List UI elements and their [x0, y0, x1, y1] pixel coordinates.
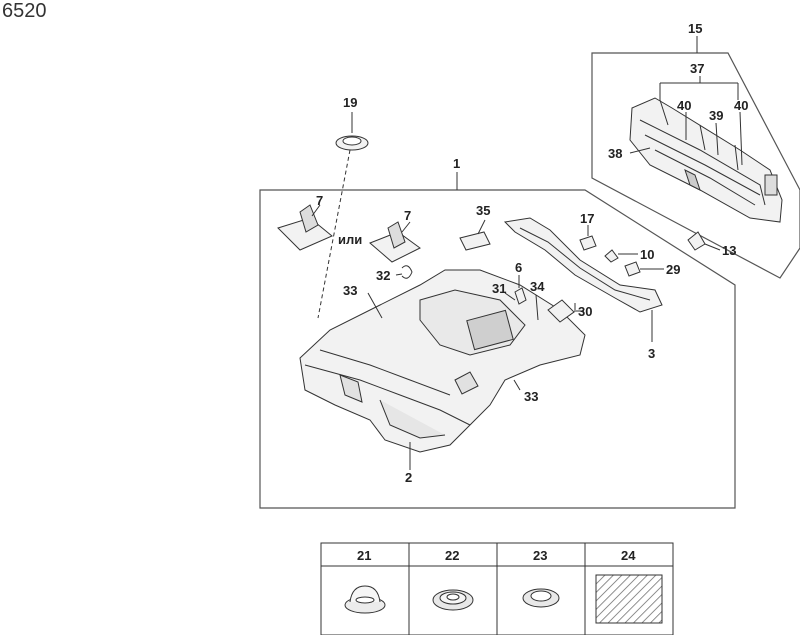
callout-39: 39	[709, 108, 723, 123]
callout-10: 10	[640, 247, 654, 262]
bracket-13	[687, 231, 721, 251]
callout-33-bottom: 33	[524, 389, 538, 404]
grommet-19	[335, 112, 369, 151]
callout-34: 34	[530, 279, 545, 294]
callout-15: 15	[688, 21, 702, 36]
page-code: 6520	[2, 0, 47, 22]
callout-31: 31	[492, 281, 506, 296]
rear-panel-part	[629, 97, 783, 223]
patch-35	[459, 219, 491, 251]
leader-19	[317, 149, 351, 319]
grommet-22-icon	[432, 589, 474, 611]
parts-table: 21 22 23 24	[320, 542, 674, 635]
callout-32: 32	[376, 268, 390, 283]
plug-21-icon	[344, 585, 386, 614]
callout-37: 37	[690, 61, 704, 76]
plate-17	[579, 225, 597, 251]
table-header-23: 23	[533, 548, 547, 563]
bracket-7-right	[369, 221, 421, 263]
table-header-21: 21	[357, 548, 371, 563]
callout-1: 1	[453, 156, 460, 171]
callout-7-right: 7	[404, 208, 411, 223]
callout-35: 35	[476, 203, 490, 218]
table-header-24: 24	[621, 548, 636, 563]
callout-40-right: 40	[734, 98, 748, 113]
sound-pad-24-icon	[595, 574, 663, 624]
rail-3	[503, 217, 663, 342]
bolt-6	[514, 275, 527, 305]
callout-3: 3	[648, 346, 655, 361]
main-assembly-frame	[259, 189, 736, 509]
table-header-22: 22	[445, 548, 459, 563]
callout-40-left: 40	[677, 98, 691, 113]
callout-2: 2	[405, 470, 412, 485]
callout-19: 19	[343, 95, 357, 110]
leaders-misc	[367, 292, 539, 391]
callout-6: 6	[515, 260, 522, 275]
bracket-30	[547, 299, 584, 323]
callout-33-top: 33	[343, 283, 357, 298]
callout-17: 17	[580, 211, 594, 226]
grommet-23-icon	[522, 588, 560, 608]
callout-7-left: 7	[316, 193, 323, 208]
clip-29	[624, 261, 664, 277]
callout-13: 13	[722, 243, 736, 258]
bracket-7-left	[277, 204, 333, 251]
clip-32	[395, 265, 413, 279]
callout-38: 38	[608, 146, 622, 161]
callout-30: 30	[578, 304, 592, 319]
callout-29: 29	[666, 262, 680, 277]
callout-37-bracket	[629, 36, 743, 166]
label-ili: или	[338, 232, 362, 247]
floor-pan-2	[299, 269, 586, 470]
clip-10	[604, 249, 638, 263]
rear-panel-frame	[591, 52, 800, 279]
